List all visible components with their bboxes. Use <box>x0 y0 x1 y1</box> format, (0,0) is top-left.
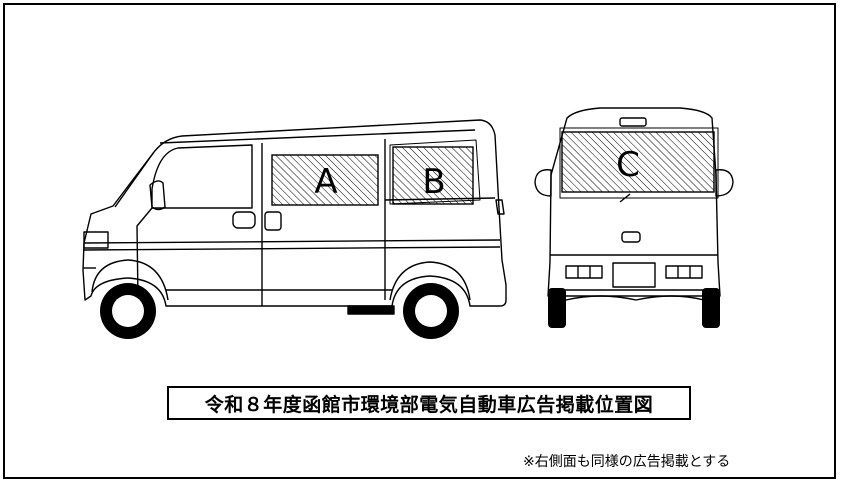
ad-area-a: A <box>271 154 379 206</box>
rear-body-outline <box>547 107 721 297</box>
rear-mirror-left <box>534 169 552 197</box>
rear-mirror-right <box>715 169 734 197</box>
side-wheels <box>100 283 459 339</box>
ad-area-b-label: B <box>422 162 445 202</box>
rear-view-van <box>534 107 734 301</box>
rear-handle <box>621 231 641 243</box>
side-body-outline <box>82 119 507 307</box>
note-text: ※右側面も同様の広告掲載とする <box>523 454 731 470</box>
title-box: 令和８年度函館市環境部電気自動車広告掲載位置図 <box>167 386 691 420</box>
ad-area-c-label: C <box>616 145 640 185</box>
tail-lamp-left <box>565 265 603 279</box>
side-mirror <box>149 180 166 211</box>
front-door-handle <box>232 211 256 229</box>
page-title: 令和８年度函館市環境部電気自動車広告掲載位置図 <box>204 393 654 416</box>
tail-lamp-right <box>665 265 703 279</box>
page-frame <box>3 3 836 479</box>
ad-area-b: B <box>392 146 474 205</box>
ad-area-a-label: A <box>314 162 337 202</box>
side-view-van <box>82 119 507 315</box>
front-door-window <box>151 144 253 209</box>
slide-door-handle <box>264 211 282 231</box>
headlight <box>83 231 109 249</box>
rear-wheels <box>548 288 720 328</box>
license-plate <box>612 262 656 288</box>
ad-area-c: C <box>561 131 715 193</box>
